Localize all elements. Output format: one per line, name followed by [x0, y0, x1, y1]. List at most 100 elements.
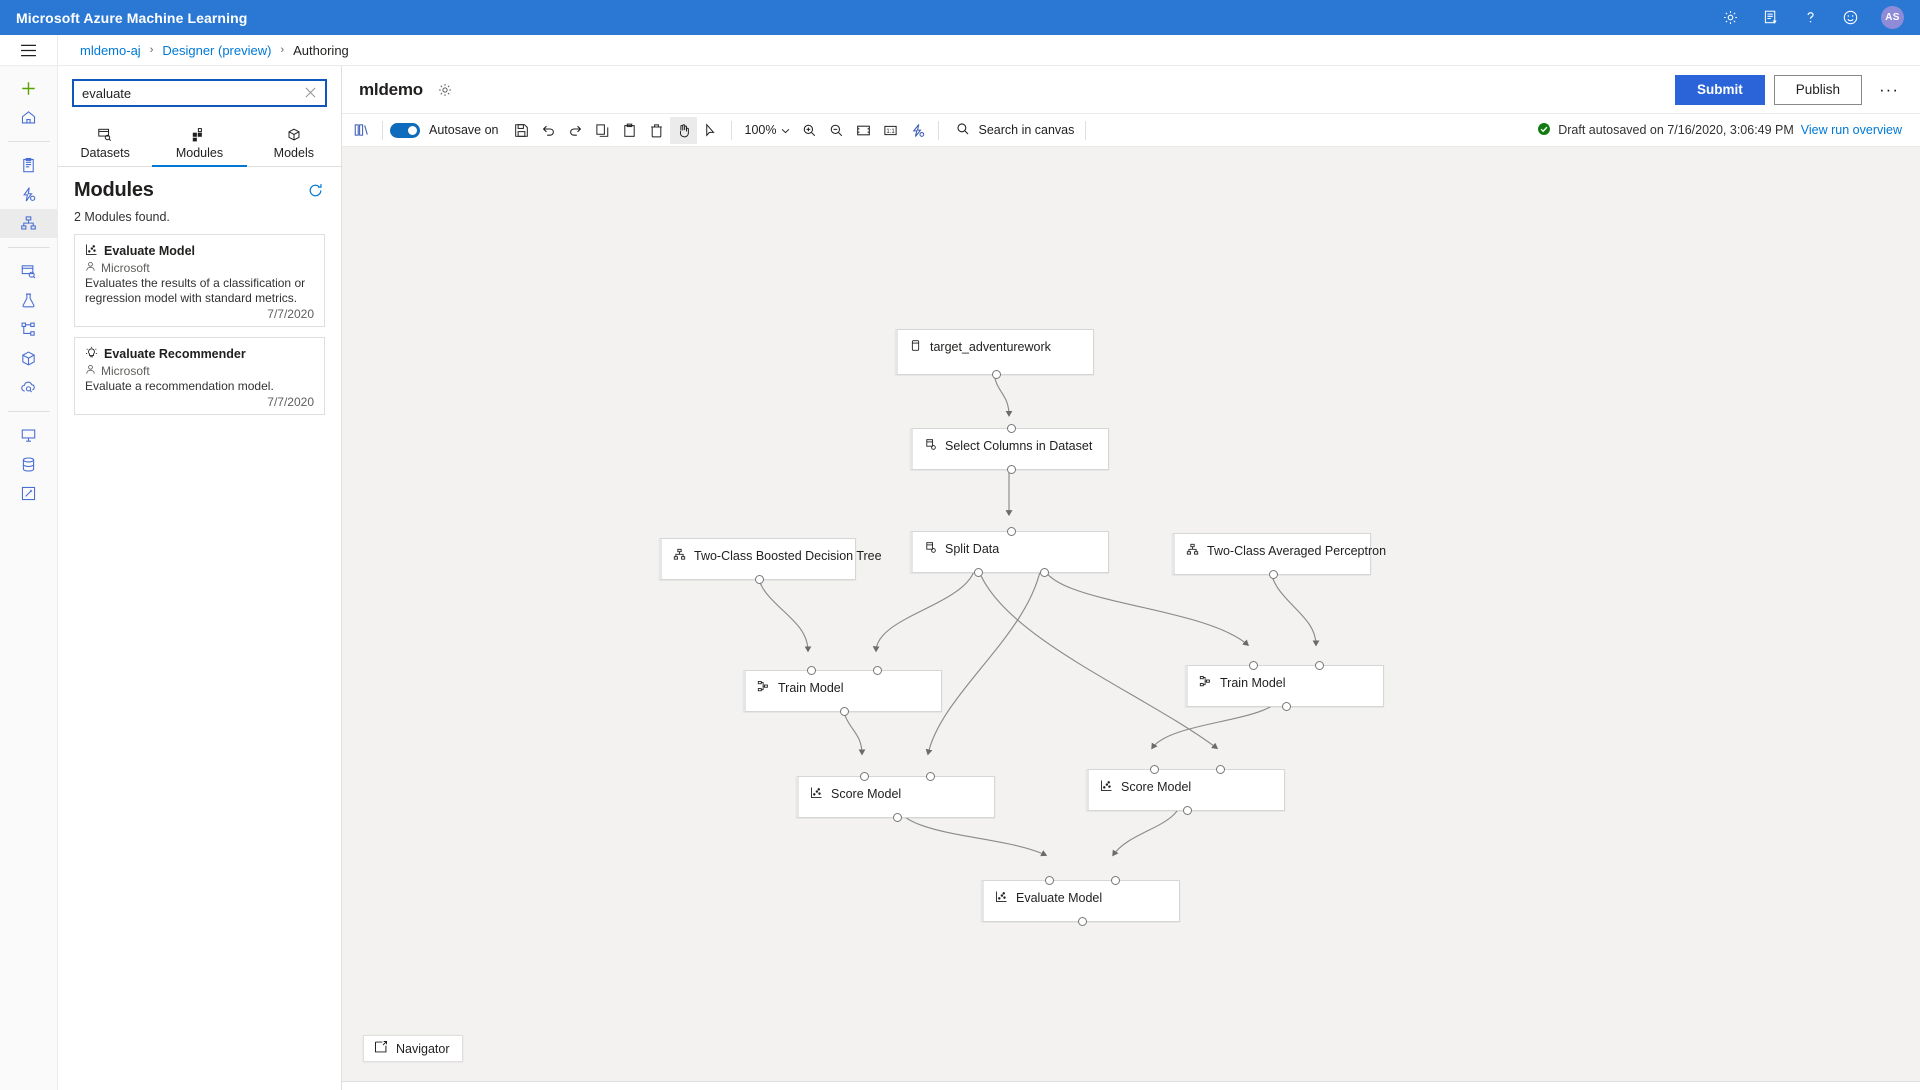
help-icon[interactable]	[1801, 9, 1819, 27]
canvas-node-dataset[interactable]: target_adventurework	[895, 329, 1094, 379]
home-icon[interactable]	[0, 103, 58, 132]
refresh-icon[interactable]	[307, 182, 325, 200]
node-output-port-1[interactable]	[974, 568, 983, 577]
rail-divider	[7, 411, 50, 412]
canvas-node-evaluate-model[interactable]: Evaluate Model	[981, 876, 1180, 926]
paste-icon[interactable]	[616, 117, 643, 144]
node-output-port[interactable]	[1269, 570, 1278, 579]
save-icon[interactable]	[508, 117, 535, 144]
zoom-out-icon[interactable]	[823, 117, 850, 144]
smiley-icon[interactable]	[1841, 9, 1859, 27]
auto-layout-icon[interactable]	[904, 117, 931, 144]
node-input-port-1[interactable]	[807, 666, 816, 675]
endpoints-icon[interactable]	[0, 373, 58, 402]
node-label: Train Model	[1220, 676, 1286, 690]
models-icon[interactable]	[0, 344, 58, 373]
submit-button[interactable]: Submit	[1674, 74, 1765, 105]
feedback-icon[interactable]	[1761, 9, 1779, 27]
node-input-port-2[interactable]	[873, 666, 882, 675]
navigator-button[interactable]: Navigator	[363, 1035, 463, 1062]
canvas-node-train-model-right[interactable]: Train Model	[1185, 661, 1384, 711]
undo-icon[interactable]	[535, 117, 562, 144]
node-output-port[interactable]	[893, 813, 902, 822]
redo-icon[interactable]	[562, 117, 589, 144]
node-input-port[interactable]	[1007, 424, 1016, 433]
toggle-panel-icon[interactable]	[348, 117, 375, 144]
tab-models[interactable]: Models	[247, 119, 341, 167]
module-description: Evaluate a recommendation model.	[85, 379, 274, 393]
breadcrumb-item-designer[interactable]: Designer (preview)	[162, 42, 272, 58]
canvas-search-button[interactable]: Search in canvas	[946, 122, 1078, 139]
tab-datasets[interactable]: Datasets	[58, 119, 152, 167]
module-list[interactable]: Evaluate Model Microsoft Evaluates the r…	[58, 234, 341, 1090]
svg-text:1:1: 1:1	[887, 129, 896, 135]
node-input-port[interactable]	[1007, 527, 1016, 536]
horizontal-scrollbar[interactable]	[342, 1081, 1920, 1090]
canvas-node-select-columns[interactable]: Select Columns in Dataset	[910, 424, 1109, 474]
list-item[interactable]: Evaluate Recommender Microsoft Evaluate …	[74, 337, 325, 415]
search-input[interactable]	[82, 85, 304, 101]
datastores-icon[interactable]	[0, 450, 58, 479]
publish-button[interactable]: Publish	[1773, 74, 1863, 105]
canvas-node-averaged-perceptron[interactable]: Two-Class Averaged Perceptron	[1172, 533, 1386, 579]
autosave-toggle[interactable]	[390, 122, 420, 138]
node-label-row: target_adventurework	[909, 339, 1051, 355]
zoom-level-dropdown[interactable]: 100%	[739, 123, 797, 137]
datasets-icon[interactable]	[0, 257, 58, 286]
node-output-port[interactable]	[1282, 702, 1291, 711]
hamburger-menu-icon[interactable]	[0, 35, 58, 66]
node-output-port[interactable]	[992, 370, 1001, 379]
notebooks-icon[interactable]	[0, 151, 58, 180]
node-input-port-1[interactable]	[1150, 765, 1159, 774]
node-input-port-2[interactable]	[1111, 876, 1120, 885]
canvas-node-train-model-left[interactable]: Train Model	[743, 666, 942, 716]
node-input-port-1[interactable]	[1249, 661, 1258, 670]
gear-icon[interactable]	[437, 82, 453, 98]
node-output-port[interactable]	[755, 575, 764, 584]
delete-icon[interactable]	[643, 117, 670, 144]
new-icon[interactable]	[0, 74, 58, 103]
canvas-search-label: Search in canvas	[978, 123, 1075, 137]
pipelines-icon[interactable]	[0, 315, 58, 344]
node-output-port[interactable]	[1183, 806, 1192, 815]
node-output-port[interactable]	[840, 707, 849, 716]
node-input-port-2[interactable]	[1216, 765, 1225, 774]
node-input-port-2[interactable]	[926, 772, 935, 781]
node-output-port-2[interactable]	[1040, 568, 1049, 577]
canvas-node-score-model-left[interactable]: Score Model	[796, 772, 995, 822]
canvas-node-boosted-decision-tree[interactable]: Two-Class Boosted Decision Tree	[659, 538, 882, 584]
clear-search-icon[interactable]	[304, 86, 319, 101]
copy-icon[interactable]	[589, 117, 616, 144]
more-options-button[interactable]: ···	[1879, 79, 1899, 99]
node-output-port[interactable]	[1007, 465, 1016, 474]
actual-size-icon[interactable]: 1:1	[877, 117, 904, 144]
module-author: Microsoft	[101, 261, 150, 275]
automated-ml-icon[interactable]	[0, 180, 58, 209]
node-input-port-1[interactable]	[860, 772, 869, 781]
canvas-node-split-data[interactable]: Split Data	[910, 527, 1109, 577]
search-box[interactable]	[72, 79, 327, 107]
compute-icon[interactable]	[0, 421, 58, 450]
module-title-row: Evaluate Model	[85, 243, 314, 259]
node-input-port-2[interactable]	[1315, 661, 1324, 670]
view-run-overview-link[interactable]: View run overview	[1800, 123, 1902, 137]
breadcrumb-item-workspace[interactable]: mldemo-aj	[80, 42, 141, 58]
select-icon[interactable]	[697, 117, 724, 144]
breadcrumb: mldemo-aj › Designer (preview) › Authori…	[58, 43, 349, 58]
train-model-icon	[757, 680, 770, 696]
zoom-in-icon[interactable]	[796, 117, 823, 144]
canvas-node-score-model-right[interactable]: Score Model	[1086, 765, 1285, 815]
pipeline-canvas[interactable]: target_adventurework Select Columns in D…	[342, 147, 1920, 1081]
avatar[interactable]: AS	[1881, 6, 1904, 29]
gear-icon[interactable]	[1721, 9, 1739, 27]
experiments-icon[interactable]	[0, 286, 58, 315]
designer-icon[interactable]	[0, 209, 58, 238]
labeling-icon[interactable]	[0, 479, 58, 508]
node-input-port-1[interactable]	[1045, 876, 1054, 885]
fit-to-screen-icon[interactable]	[850, 117, 877, 144]
list-item[interactable]: Evaluate Model Microsoft Evaluates the r…	[74, 234, 325, 327]
node-output-port[interactable]	[1078, 917, 1087, 926]
node-label-row: Split Data	[924, 541, 999, 557]
tab-modules[interactable]: Modules	[152, 119, 247, 167]
pan-icon[interactable]	[669, 116, 697, 144]
